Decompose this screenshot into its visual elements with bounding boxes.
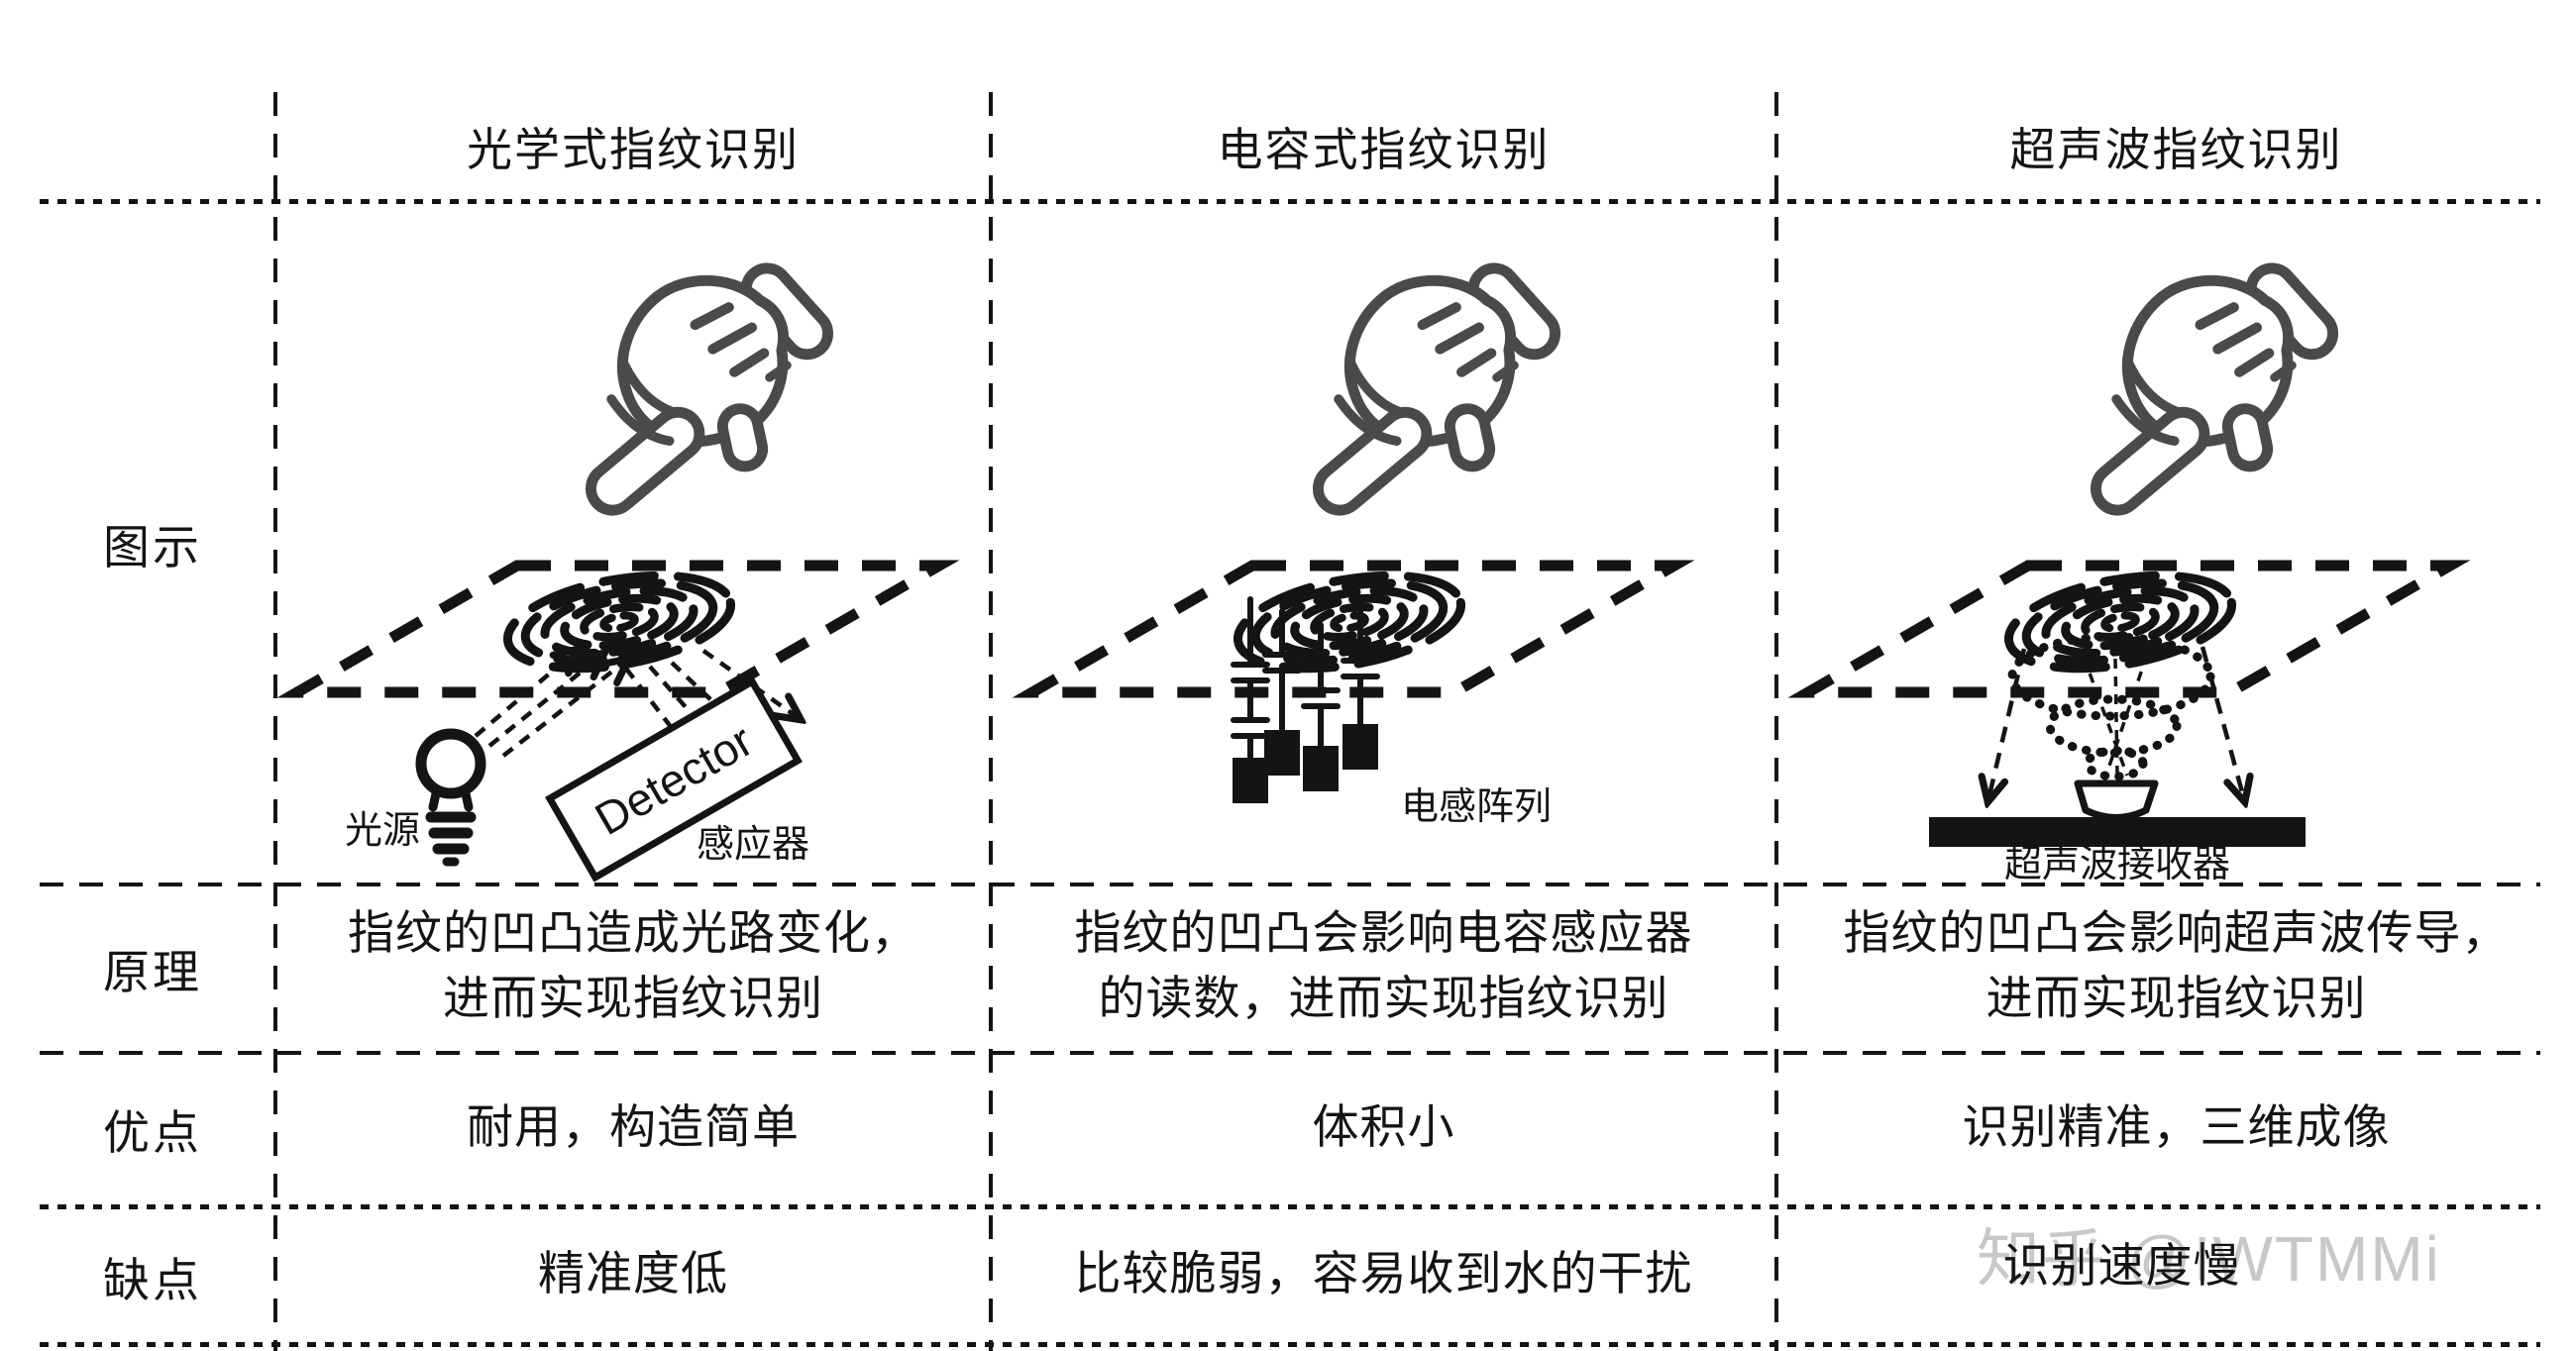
hand-icon bbox=[1310, 260, 1564, 519]
cell-principle-optical: 指纹的凹凸造成光路变化， 进而实现指纹识别 bbox=[275, 884, 991, 1051]
row-divider-bottom bbox=[40, 1342, 2540, 1347]
row-label-principle: 原理 bbox=[103, 947, 202, 999]
inductor-array-label: 电感阵列 bbox=[1401, 786, 1552, 828]
cell-cons-ultrasonic: 识别速度慢 bbox=[2002, 1241, 2241, 1294]
row-label-cons: 缺点 bbox=[103, 1255, 202, 1307]
cell-principle-ultrasonic: 指纹的凹凸会影响超声波传导， 进而实现指纹识别 bbox=[1776, 884, 2576, 1051]
cell-pros-optical: 耐用，构造简单 bbox=[467, 1101, 800, 1154]
principle-line: 指纹的凹凸会影响电容感应器 bbox=[1074, 908, 1693, 961]
receiver-bar bbox=[1929, 817, 2306, 847]
row-label-illustration: 图示 bbox=[103, 522, 202, 574]
row-divider-pros bbox=[40, 1051, 2540, 1055]
cell-cons-optical: 精准度低 bbox=[538, 1249, 728, 1301]
glass-surface bbox=[1787, 560, 2471, 698]
ultrasonic-diagram: 超声波接收器 bbox=[1787, 203, 2471, 883]
header-ultrasonic: 超声波指纹识别 bbox=[2009, 124, 2343, 175]
hand-icon bbox=[2088, 260, 2342, 519]
capacitor-lines bbox=[1231, 596, 1380, 761]
cell-pros-capacitive: 体积小 bbox=[1312, 1101, 1455, 1154]
sound-waves bbox=[2007, 632, 2215, 781]
hand-icon bbox=[583, 260, 837, 519]
principle-line: 指纹的凹凸造成光路变化， bbox=[348, 908, 918, 961]
column-divider-1 bbox=[273, 92, 277, 1351]
emitter-icon bbox=[2074, 779, 2159, 821]
header-optical: 光学式指纹识别 bbox=[467, 124, 800, 175]
light-bulb-icon bbox=[415, 728, 486, 867]
optical-diagram: 光源 Detector 感应器 bbox=[277, 203, 960, 883]
cell-pros-ultrasonic: 识别精准，三维成像 bbox=[1962, 1101, 2391, 1154]
row-divider-header bbox=[40, 199, 2540, 204]
column-divider-3 bbox=[1774, 92, 1778, 1351]
light-source-label: 光源 bbox=[345, 810, 420, 852]
principle-line: 的读数，进而实现指纹识别 bbox=[1098, 974, 1669, 1025]
watermark: 知乎 @IWTMMi bbox=[1977, 1223, 2441, 1295]
header-capacitive: 电容式指纹识别 bbox=[1217, 124, 1551, 175]
row-divider-cons bbox=[40, 1204, 2540, 1209]
sensor-label: 感应器 bbox=[697, 824, 809, 866]
electrode-pads bbox=[1233, 724, 1378, 803]
principle-line: 进而实现指纹识别 bbox=[1986, 974, 2367, 1025]
receiver-label: 超声波接收器 bbox=[2004, 844, 2230, 883]
cell-principle-capacitive: 指纹的凹凸会影响电容感应器 的读数，进而实现指纹识别 bbox=[991, 884, 1776, 1051]
principle-line: 指纹的凹凸会影响超声波传导， bbox=[1843, 908, 2510, 961]
fingerprint-icon bbox=[2001, 561, 2238, 683]
cell-cons-capacitive: 比较脆弱，容易收到水的干扰 bbox=[1074, 1249, 1693, 1301]
glass-surface bbox=[277, 560, 960, 698]
row-label-pros: 优点 bbox=[103, 1108, 202, 1160]
capacitive-diagram: 电感阵列 bbox=[1012, 203, 1695, 828]
row-divider-principle bbox=[40, 883, 2540, 886]
column-divider-2 bbox=[989, 92, 993, 1351]
glass-surface bbox=[1012, 560, 1695, 698]
principle-line: 进而实现指纹识别 bbox=[443, 974, 823, 1025]
